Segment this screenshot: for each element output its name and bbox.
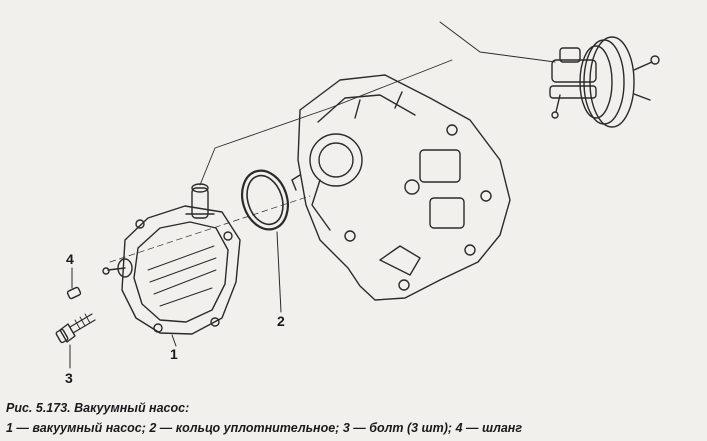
callout-2-line: [276, 231, 282, 313]
label-pump: 1: [170, 346, 178, 362]
centerline: [109, 195, 311, 263]
callout-1-line: [171, 334, 177, 347]
label-bolt: 3: [65, 370, 73, 386]
hose-leader-line: [439, 21, 556, 63]
label-seal: 2: [277, 313, 285, 329]
sealing-ring: [241, 169, 289, 231]
label-hose: 4: [66, 251, 74, 267]
bolt: [55, 313, 96, 344]
caption-legend: 1 — вакуумный насос; 2 — кольцо уплотнит…: [6, 421, 523, 435]
figure-caption: Рис. 5.173. Вакуумный насос: 1 — вакуумн…: [6, 398, 701, 438]
caption-title: Рис. 5.173. Вакуумный насос:: [6, 401, 190, 415]
hose-routing-line: [199, 59, 453, 186]
vacuum-pump: [102, 183, 241, 335]
hose-stub: [66, 286, 82, 300]
engine-housing: [291, 74, 511, 301]
brake-booster: [549, 36, 660, 128]
